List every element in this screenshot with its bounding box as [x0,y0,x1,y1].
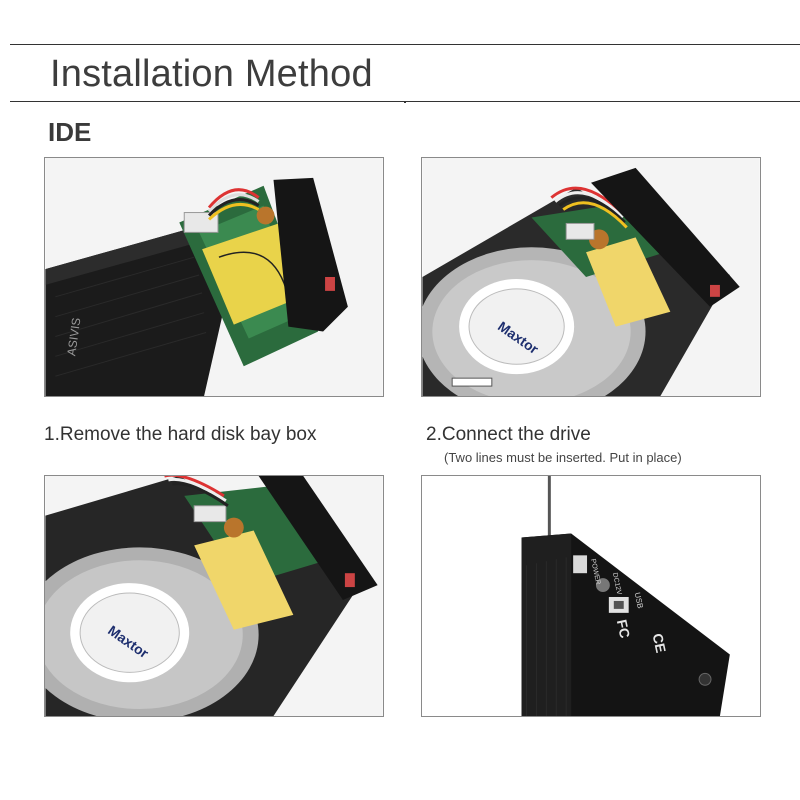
drive-installed-illustration: Maxtor [45,476,383,716]
enclosure-rear-panel-illustration: POWER DC12V USB FC CE [422,476,760,716]
step-2-note: (Two lines must be inserted. Put in plac… [444,450,682,465]
ce-mark: CE [650,632,670,654]
header-top-rule [10,44,800,45]
drive-installed-photo: Maxtor [44,475,384,717]
drive-connected-illustration: Maxtor [422,158,760,396]
drive-connected-photo: Maxtor [421,157,761,397]
enclosure-open-illustration: ASIVIS [45,158,383,396]
enclosure-brand-text: ASIVIS [64,317,83,357]
port-label-usb: USB [633,592,645,610]
header-rule-tick [404,101,406,103]
step-1-label: 1.Remove the hard disk bay box [44,424,317,445]
section-title: IDE [48,117,92,147]
step-2-label: 2.Connect the drive [426,424,591,445]
enclosure-rear-panel-photo: POWER DC12V USB FC CE [421,475,761,717]
port-label-dc12v: DC12V [611,572,623,596]
enclosure-open-photo: ASIVIS [44,157,384,397]
fc-mark: FC [614,618,633,639]
page-title: Installation Method [50,53,373,95]
